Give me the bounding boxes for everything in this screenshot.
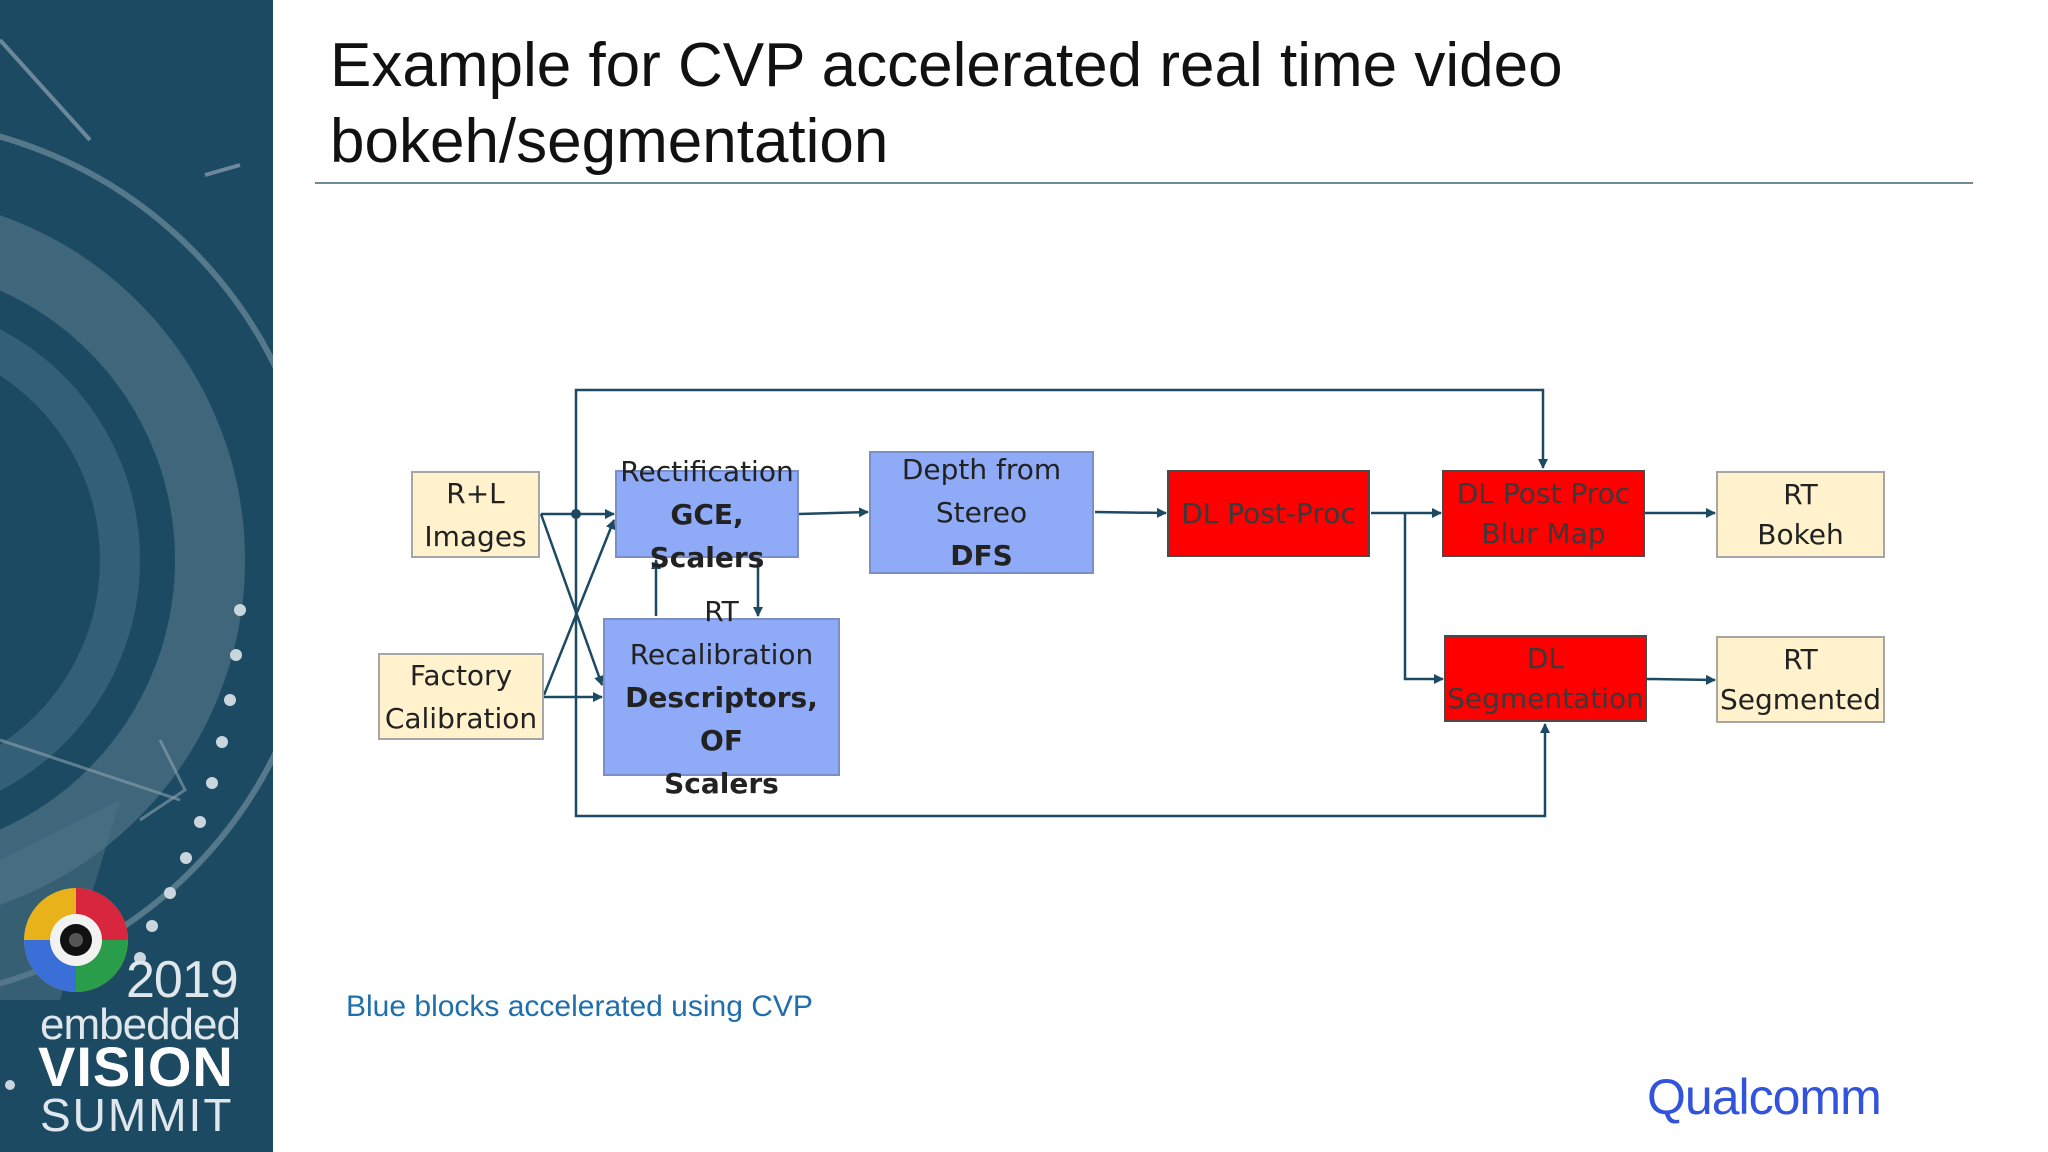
connector-factory-rect [542, 519, 616, 696]
node-seg-line1: DL [1526, 641, 1565, 675]
junction-dot [571, 509, 581, 519]
node-rl-images-line1: R+L [446, 476, 505, 510]
title-line-1: Example for CVP accelerated real time vi… [330, 31, 1563, 100]
node-factory-line1: Factory [409, 658, 513, 692]
title-line-2: bokeh/segmentation [330, 107, 889, 176]
node-depth-from-stereo: Depth from Stereo DFS [869, 451, 1094, 574]
summit-vision: VISION [38, 1035, 234, 1098]
node-depth-line2: Stereo [935, 496, 1028, 529]
node-recal-line4: Scalers [664, 766, 779, 800]
summit-embedded: embedded [40, 1000, 241, 1049]
sidebar-graphic [0, 38, 273, 1090]
node-recal-line1: RT [704, 594, 739, 628]
connector-images-recal [539, 513, 604, 686]
node-seg-line2: Segmentation [1447, 681, 1644, 715]
cvp-note: Blue blocks accelerated using CVP [346, 990, 813, 1023]
summit-logo-icon [24, 888, 128, 992]
node-depth-line1: Depth from [901, 453, 1062, 486]
node-dl-post-proc: DL Post-Proc [1167, 470, 1370, 557]
node-factory-line2: Calibration [384, 701, 538, 735]
node-recal-line3: Descriptors, OF [625, 680, 818, 757]
node-rl-images: R+L Images [411, 471, 540, 558]
node-rt-segmented: RT Segmented [1716, 636, 1885, 723]
node-rt-recalibration: RT Recalibration Descriptors, OF Scalers [603, 595, 840, 800]
node-rect-line1: Rectification [620, 454, 794, 488]
node-factory-calibration: Factory Calibration [378, 653, 544, 740]
node-bokeh-line2: Bokeh [1757, 517, 1844, 551]
node-rectification: Rectification GCE, Scalers [615, 455, 799, 574]
node-bokeh-line1: RT [1783, 477, 1818, 511]
title-divider [315, 182, 1973, 184]
connector-bottom-loop [574, 515, 1550, 818]
node-rt-bokeh: RT Bokeh [1716, 471, 1885, 558]
summit-summit: SUMMIT [40, 1089, 234, 1141]
node-rl-images-line2: Images [424, 519, 527, 553]
node-recal-line2: Recalibration [629, 637, 814, 671]
node-dlpp-line1: DL Post-Proc [1181, 497, 1356, 530]
node-segmented-line2: Segmented [1720, 682, 1881, 716]
node-rect-line2: GCE, Scalers [649, 497, 765, 574]
connector-depth-dl [1094, 507, 1167, 518]
qualcomm-logo: Qualcomm [1647, 1069, 1882, 1125]
node-depth-line3: DFS [950, 539, 1013, 572]
connector-rect-depth [798, 507, 869, 518]
node-dl-segmentation: DL Segmentation [1444, 635, 1647, 722]
summit-year: 2019 [126, 951, 239, 1009]
connector-top-loop [574, 388, 1548, 515]
node-blur-line1: DL Post Proc [1456, 476, 1631, 510]
node-dl-post-proc-blur-map: DL Post Proc Blur Map [1442, 470, 1645, 557]
node-segmented-line1: RT [1783, 642, 1818, 676]
slide-title: Example for CVP accelerated real time vi… [330, 28, 1970, 180]
connector-seg-segmented [1646, 674, 1716, 685]
connector-dl-seg [1403, 513, 1444, 684]
sidebar-banner: 2019 embedded VISION SUMMIT [0, 0, 273, 1152]
node-blur-line2: Blur Map [1481, 516, 1606, 550]
